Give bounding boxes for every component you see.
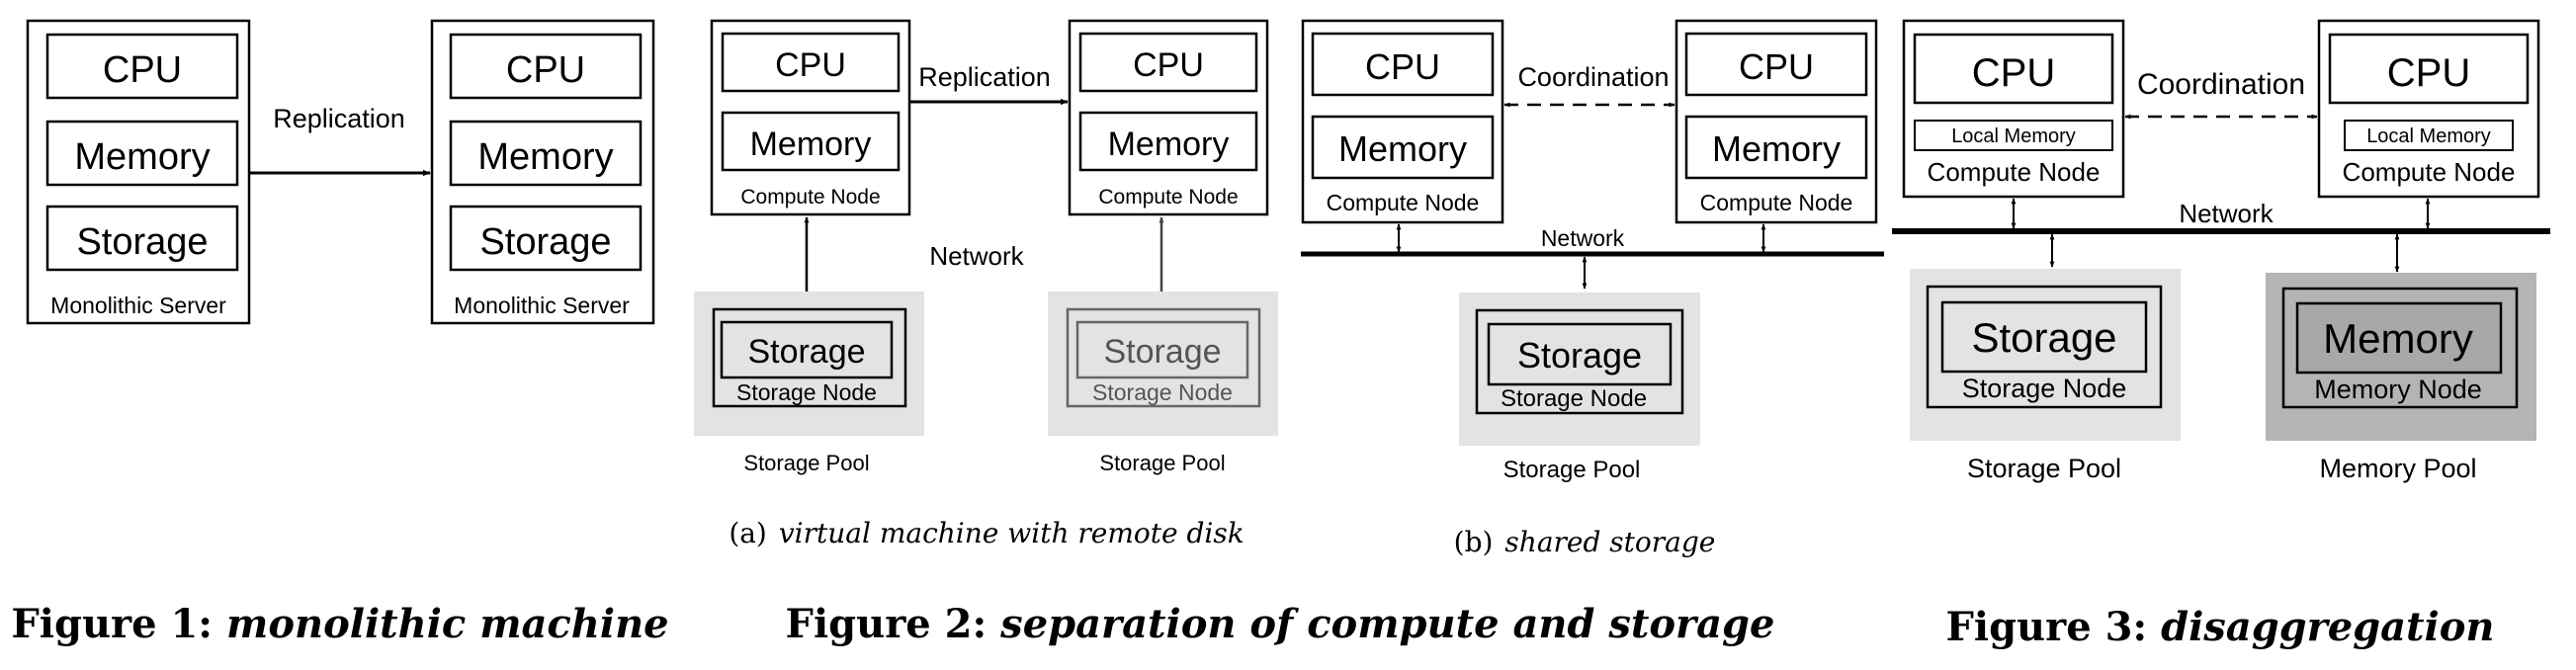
node-label: Compute Node bbox=[2343, 157, 2516, 187]
compute-node-right: CPU Local Memory Compute Node bbox=[2317, 19, 2540, 199]
memory-label: Memory bbox=[477, 136, 613, 178]
memory-label: Memory bbox=[2323, 315, 2473, 362]
caption-title: separation of compute and storage bbox=[999, 601, 1774, 647]
storage-node-label: Storage Node bbox=[1501, 385, 1647, 412]
storage-pool: Storage Storage Node Storage Pool bbox=[1910, 269, 2181, 483]
figure-3-caption: Figure 3: disaggregation bbox=[1945, 604, 2494, 650]
memory-pool: Memory Memory Node Memory Pool bbox=[2266, 273, 2536, 483]
storage-label: Storage bbox=[1971, 314, 2116, 361]
compute-node-right: CPU Memory Compute Node bbox=[1674, 19, 1878, 224]
node-label: Compute Node bbox=[1928, 157, 2101, 187]
compute-node-right: CPU Memory Compute Node bbox=[1068, 19, 1269, 216]
memory-node-label: Memory Node bbox=[2314, 375, 2482, 404]
figure-1-caption: Figure 1: monolithic machine bbox=[11, 601, 668, 647]
node-label: Compute Node bbox=[1327, 190, 1480, 215]
cpu-label: CPU bbox=[1739, 46, 1814, 87]
memory-label: Memory bbox=[1712, 128, 1841, 169]
figure-3: CPU Local Memory Compute Node Coordinati… bbox=[1892, 19, 2550, 650]
storage-pool: Storage Storage Node Storage Pool bbox=[1459, 293, 1700, 483]
compute-node-left: CPU Memory Compute Node bbox=[1301, 19, 1504, 224]
figure-2-caption: Figure 2: separation of compute and stor… bbox=[786, 601, 1775, 647]
subcaption-title: virtual machine with remote disk bbox=[779, 517, 1245, 549]
storage-node-label: Storage Node bbox=[736, 379, 877, 405]
storage-pool-label: Storage Pool bbox=[1099, 451, 1225, 475]
memory-label: Memory bbox=[1108, 126, 1230, 163]
storage-label: Storage bbox=[479, 221, 611, 263]
local-memory-label: Local Memory bbox=[1951, 126, 2076, 147]
caption-title: monolithic machine bbox=[226, 601, 669, 647]
storage-label: Storage bbox=[1103, 333, 1221, 371]
node-label: Compute Node bbox=[1098, 186, 1238, 209]
storage-pool-left: Storage Storage Node Storage Pool bbox=[694, 292, 924, 475]
cpu-label: CPU bbox=[103, 49, 182, 91]
replication-label: Replication bbox=[273, 104, 405, 133]
storage-label: Storage bbox=[76, 221, 208, 263]
network-label: Network bbox=[2179, 199, 2274, 228]
monolithic-server-right: CPU Memory Storage Monolithic Server bbox=[430, 19, 655, 325]
network-label: Network bbox=[1541, 225, 1625, 251]
storage-label: Storage bbox=[1517, 335, 1642, 376]
network-label: Network bbox=[929, 241, 1024, 271]
subcaption-prefix: (a) bbox=[729, 517, 767, 549]
storage-node-label: Storage Node bbox=[1092, 379, 1233, 405]
memory-label: Memory bbox=[74, 136, 210, 178]
caption-title: disaggregation bbox=[2161, 604, 2494, 650]
storage-node-label: Storage Node bbox=[1962, 374, 2127, 403]
compute-node-left: CPU Local Memory Compute Node bbox=[1902, 19, 2125, 199]
caption-prefix: Figure 1: bbox=[11, 601, 226, 647]
figure-2a: CPU Memory Compute Node Replication CPU … bbox=[694, 19, 1278, 549]
subcaption-prefix: (b) bbox=[1454, 526, 1494, 558]
replication-label: Replication bbox=[918, 62, 1051, 92]
cpu-label: CPU bbox=[1133, 46, 1204, 84]
server-label: Monolithic Server bbox=[454, 293, 630, 318]
subcaption-a: (a) virtual machine with remote disk bbox=[729, 517, 1244, 549]
node-label: Compute Node bbox=[740, 186, 880, 209]
coordination-label: Coordination bbox=[1517, 62, 1669, 92]
figure-2b: CPU Memory Compute Node Coordination CPU… bbox=[1301, 19, 1884, 558]
storage-pool-label: Storage Pool bbox=[743, 451, 869, 475]
server-label: Monolithic Server bbox=[50, 293, 226, 318]
cpu-label: CPU bbox=[775, 46, 846, 84]
caption-prefix: Figure 2: bbox=[786, 601, 1001, 647]
monolithic-server-left: CPU Memory Storage Monolithic Server bbox=[26, 19, 251, 325]
node-label: Compute Node bbox=[1700, 190, 1853, 215]
storage-label: Storage bbox=[747, 333, 865, 371]
figure-1: CPU Memory Storage Monolithic Server Rep… bbox=[11, 19, 669, 647]
local-memory-label: Local Memory bbox=[2366, 126, 2491, 147]
compute-node-left: CPU Memory Compute Node bbox=[710, 19, 911, 216]
cpu-label: CPU bbox=[1972, 51, 2055, 95]
cpu-label: CPU bbox=[2387, 51, 2470, 95]
coordination-label: Coordination bbox=[2137, 68, 2305, 101]
storage-pool-label: Storage Pool bbox=[1503, 457, 1641, 483]
memory-label: Memory bbox=[1338, 128, 1467, 169]
memory-label: Memory bbox=[750, 126, 872, 163]
memory-pool-label: Memory Pool bbox=[2319, 454, 2476, 483]
cpu-label: CPU bbox=[1365, 46, 1440, 87]
subcaption-title: shared storage bbox=[1504, 526, 1715, 558]
storage-pool-label: Storage Pool bbox=[1967, 454, 2121, 483]
cpu-label: CPU bbox=[506, 49, 585, 91]
subcaption-b: (b) shared storage bbox=[1454, 526, 1716, 558]
storage-pool-right: Storage Storage Node Storage Pool bbox=[1048, 292, 1278, 475]
caption-prefix: Figure 3: bbox=[1945, 604, 2161, 650]
